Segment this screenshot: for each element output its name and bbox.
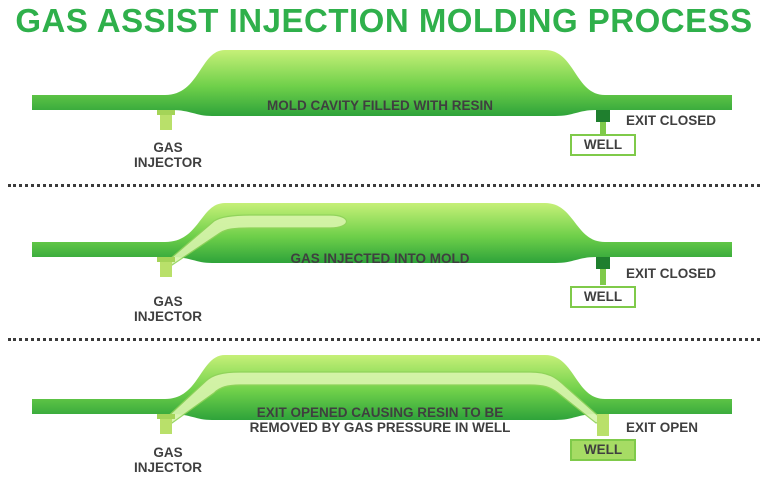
stage-caption: GAS INJECTED INTO MOLD <box>290 251 470 266</box>
divider-1 <box>8 184 760 187</box>
well-box-filled: WELL <box>570 439 636 461</box>
stage-mold-filled: MOLD CAVITY FILLED WITH RESIN GAS INJECT… <box>0 40 768 190</box>
divider-2 <box>8 338 760 341</box>
exit-status-label: EXIT CLOSED <box>626 266 717 281</box>
gas-injector-label: GAS INJECTOR <box>133 294 202 324</box>
resin-cavity-shape <box>32 50 732 116</box>
gas-injector-label: GAS INJECTOR <box>133 445 202 475</box>
stage-caption: MOLD CAVITY FILLED WITH RESIN <box>267 98 493 113</box>
exit-opened-graphic <box>32 355 732 436</box>
exit-valve <box>596 110 610 122</box>
exit-valve <box>596 257 610 269</box>
exit-status-label: EXIT CLOSED <box>626 113 717 128</box>
well-box: WELL <box>570 134 636 156</box>
stage-gas-injected: GAS INJECTED INTO MOLD GAS INJECTOR EXIT… <box>0 195 768 345</box>
stage-caption: EXIT OPENED CAUSING RESIN TO BE REMOVED … <box>249 405 511 435</box>
well-box: WELL <box>570 286 636 308</box>
resin-cavity-shape <box>32 203 732 263</box>
exit-status-label: EXIT OPEN <box>626 420 699 435</box>
diagram-title: GAS ASSIST INJECTION MOLDING PROCESS <box>15 2 753 39</box>
gas-injected-graphic <box>32 203 732 285</box>
stage-exit-opened: EXIT OPENED CAUSING RESIN TO BE REMOVED … <box>0 347 768 497</box>
exit-valve-open <box>597 414 609 436</box>
gas-bubble-channel <box>161 214 348 266</box>
gas-injector-label: GAS INJECTOR <box>133 140 202 170</box>
resin-cavity-shape <box>32 355 732 420</box>
gas-channel-full <box>161 371 606 424</box>
mold-cavity-filled-graphic <box>32 50 732 134</box>
